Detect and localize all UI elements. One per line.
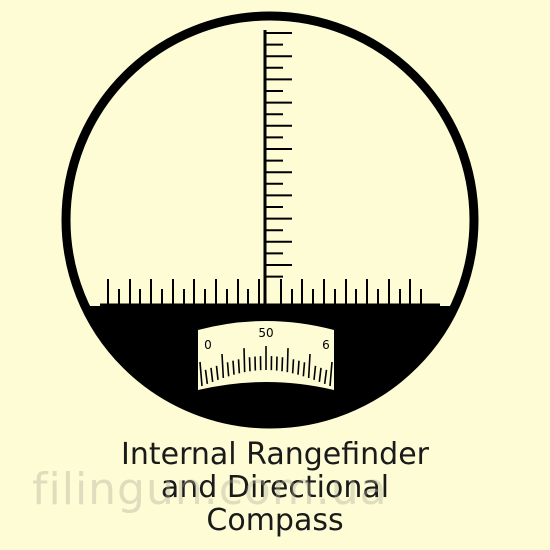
compass-tick [243, 348, 246, 373]
compass-window: 0 50 6 [198, 321, 334, 390]
compass-tick [313, 365, 317, 380]
compass-tick [302, 362, 306, 377]
compass-label-6: 6 [322, 338, 330, 352]
compass-tick [281, 357, 284, 372]
compass-scale-ticks [199, 346, 333, 387]
vertical-rangefinder-scale [263, 30, 292, 306]
compass-tick [329, 361, 333, 387]
compass-label-50: 50 [258, 326, 273, 340]
compass-tick [215, 365, 219, 380]
compass-tick [204, 369, 209, 385]
compass-tick [248, 357, 251, 372]
compass-tick [221, 353, 225, 379]
caption-line-1: Internal Rangefinder [121, 437, 429, 472]
compass-tick [286, 348, 289, 373]
compass-tick [199, 361, 203, 387]
compass-tick [297, 360, 300, 375]
compass-tick [291, 359, 295, 374]
caption-line-3: Compass [206, 503, 344, 538]
reticle-circle [61, 11, 479, 429]
compass-tick [232, 360, 235, 375]
compass-tick [318, 367, 322, 382]
compass-label-0: 0 [204, 338, 212, 352]
compass-tick [237, 359, 241, 374]
compass-tick [323, 369, 328, 385]
compass-tick [226, 362, 230, 377]
compass-tick [307, 353, 311, 379]
horizontal-rangefinder-scale [100, 279, 440, 307]
compass-tick [210, 367, 214, 382]
caption-line-2: and Directional [160, 470, 390, 505]
